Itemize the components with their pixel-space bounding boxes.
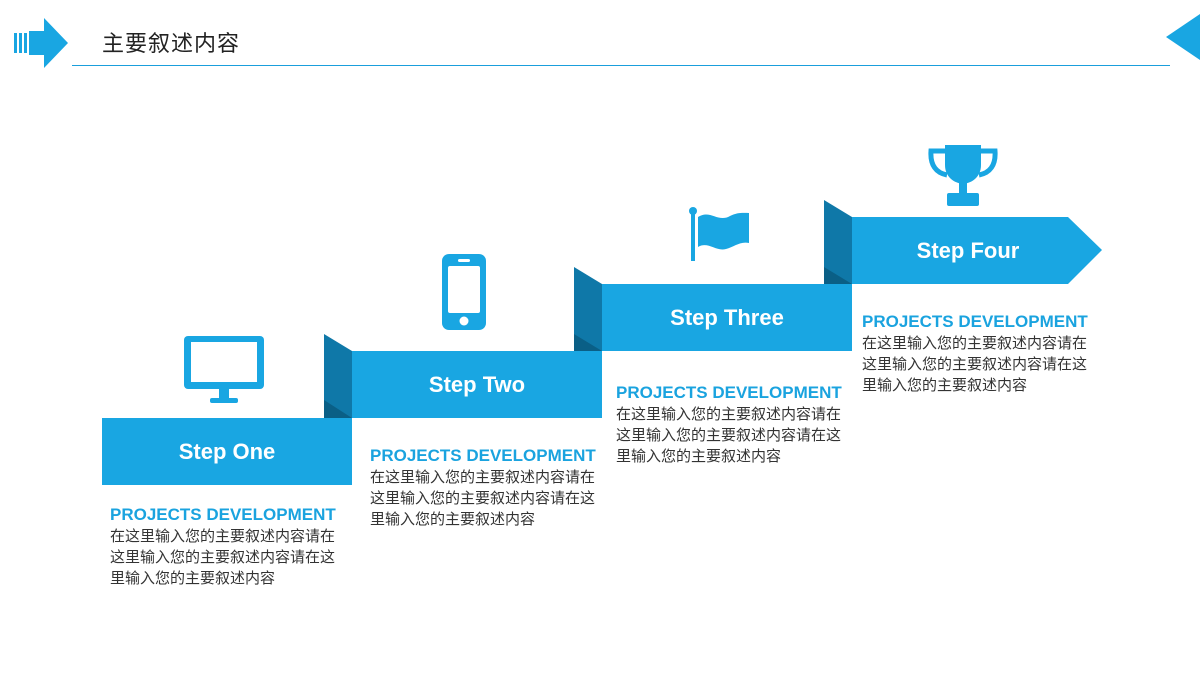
step-heading: PROJECTS DEVELOPMENT [862, 312, 1088, 331]
header-divider [72, 65, 1170, 66]
corner-tab-icon [1166, 14, 1200, 60]
step-text: 在这里输入您的主要叙述内容请在这里输入您的主要叙述内容请在这里输入您的主要叙述内… [370, 468, 596, 528]
step-description-2: PROJECTS DEVELOPMENT 在这里输入您的主要叙述内容请在这里输入… [370, 446, 606, 530]
step-description-1: PROJECTS DEVELOPMENT 在这里输入您的主要叙述内容请在这里输入… [110, 505, 346, 589]
step-description-4: PROJECTS DEVELOPMENT 在这里输入您的主要叙述内容请在这里输入… [862, 312, 1098, 396]
page-title: 主要叙述内容 [102, 32, 241, 57]
trophy-icon [928, 145, 998, 206]
step-band-2 [352, 351, 602, 418]
step-band-4 [852, 217, 1102, 284]
step-band-1 [102, 418, 352, 485]
step-label-3: Step Three [670, 304, 784, 330]
step-heading: PROJECTS DEVELOPMENT [616, 383, 842, 402]
fold-1 [324, 334, 352, 418]
step-text: 在这里输入您的主要叙述内容请在这里输入您的主要叙述内容请在这里输入您的主要叙述内… [862, 334, 1088, 394]
step-band-3 [602, 284, 852, 351]
step-label-2: Step Two [428, 371, 526, 397]
monitor-icon [184, 336, 264, 403]
smartphone-icon [442, 254, 486, 330]
step-heading: PROJECTS DEVELOPMENT [370, 446, 596, 465]
step-label-1: Step One [178, 438, 276, 464]
header-arrow-icon [14, 18, 68, 68]
fold-3 [824, 200, 852, 284]
step-label-4: Step Four [916, 237, 1020, 263]
step-text: 在这里输入您的主要叙述内容请在这里输入您的主要叙述内容请在这里输入您的主要叙述内… [110, 527, 336, 587]
fold-2 [574, 267, 602, 351]
step-heading: PROJECTS DEVELOPMENT [110, 505, 336, 524]
flag-icon [689, 207, 749, 261]
step-text: 在这里输入您的主要叙述内容请在这里输入您的主要叙述内容请在这里输入您的主要叙述内… [616, 405, 842, 465]
step-description-3: PROJECTS DEVELOPMENT 在这里输入您的主要叙述内容请在这里输入… [616, 383, 852, 467]
